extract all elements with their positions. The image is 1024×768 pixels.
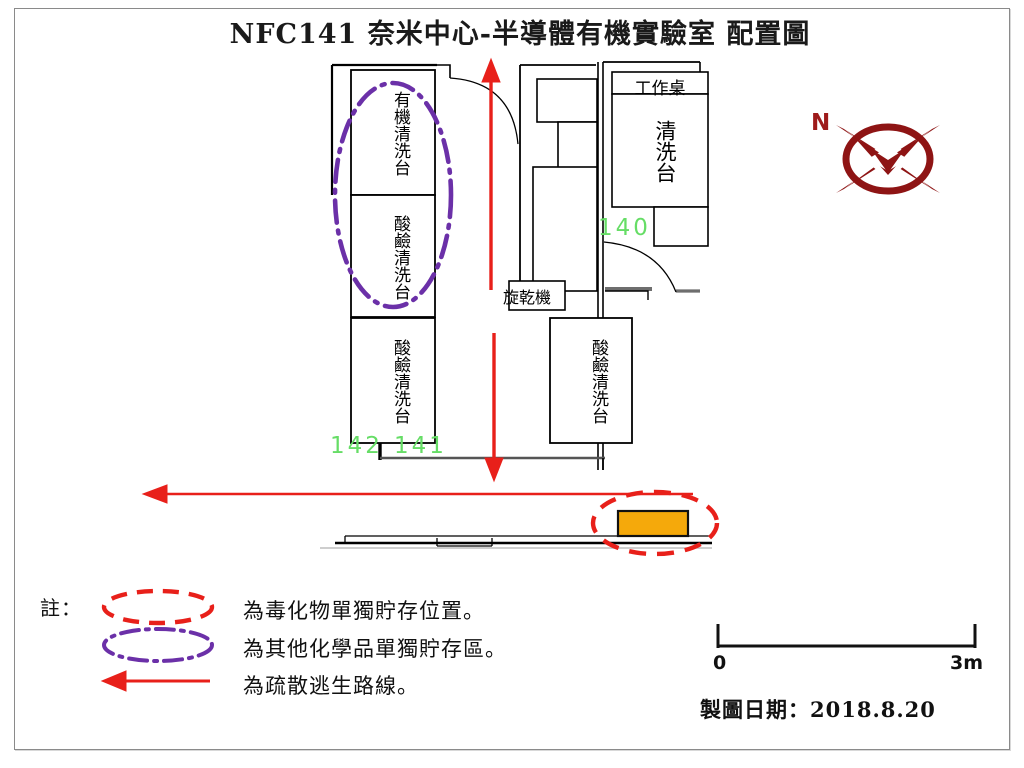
acid-base-wash-bench-3-label: 酸鹼清洗台 — [588, 338, 608, 424]
room-number-142: 142 — [330, 433, 383, 459]
legend-arrow-symbol — [100, 670, 210, 692]
legend-item-escape-text: 為疏散逃生路線。 — [243, 674, 419, 698]
scale-start-label: 0 — [713, 652, 727, 674]
middle-box-low — [532, 166, 598, 292]
room-140-boxes — [611, 71, 709, 247]
legend-note-label: 註： — [40, 596, 82, 620]
work-desk-label: 工作桌 — [634, 79, 686, 99]
acid-base-wash-bench-2-label: 酸鹼清洗台 — [390, 338, 410, 424]
purple-chemical-storage-marker — [332, 80, 454, 310]
north-label: N — [811, 110, 831, 136]
organic-wash-bench-box — [350, 69, 436, 196]
legend-item-chemical-text: 為其他化學品單獨貯存區。 — [243, 637, 507, 661]
toxic-storage-box — [616, 509, 690, 538]
legend-red-ellipse-symbol — [101, 588, 215, 626]
legend-item-toxic-text: 為毒化物單獨貯存位置。 — [243, 599, 485, 623]
compass-rose-icon — [836, 123, 940, 195]
acid-base-wash-bench-1-label: 酸鹼清洗台 — [390, 214, 410, 300]
escape-route-arrows — [141, 57, 693, 504]
scale-bar — [716, 624, 977, 648]
red-toxic-storage-marker — [590, 489, 720, 557]
door-arcs — [449, 77, 677, 293]
organic-wash-bench-label: 有機清洗台 — [390, 90, 410, 176]
room-number-140: 140 — [598, 215, 651, 241]
acid-base-wash-bench-2-box — [350, 317, 436, 444]
legend-symbols — [100, 588, 215, 692]
room-140-box-small — [653, 206, 709, 247]
bench-boxes-left — [350, 69, 436, 444]
acid-base-wash-bench-1-box — [350, 194, 436, 318]
scale-end-label: 3m — [950, 652, 984, 674]
wash-bench-140-label: 清洗台 — [653, 119, 677, 183]
middle-column-boxes — [532, 78, 598, 292]
room-number-141: 141 — [394, 433, 447, 459]
drawing-date-label: 製圖日期：2018.8.20 — [700, 697, 936, 722]
spin-dryer-label: 旋乾機 — [502, 288, 551, 307]
acid-base-wash-bench-3-box — [549, 317, 633, 444]
middle-box-top — [536, 78, 598, 123]
page-title: NFC141 奈米中心-半導體有機實驗室 配置圖 — [229, 19, 811, 50]
page-border — [14, 8, 1010, 750]
spin-dryer-box — [508, 280, 566, 311]
legend-purple-ellipse-symbol — [102, 627, 214, 663]
